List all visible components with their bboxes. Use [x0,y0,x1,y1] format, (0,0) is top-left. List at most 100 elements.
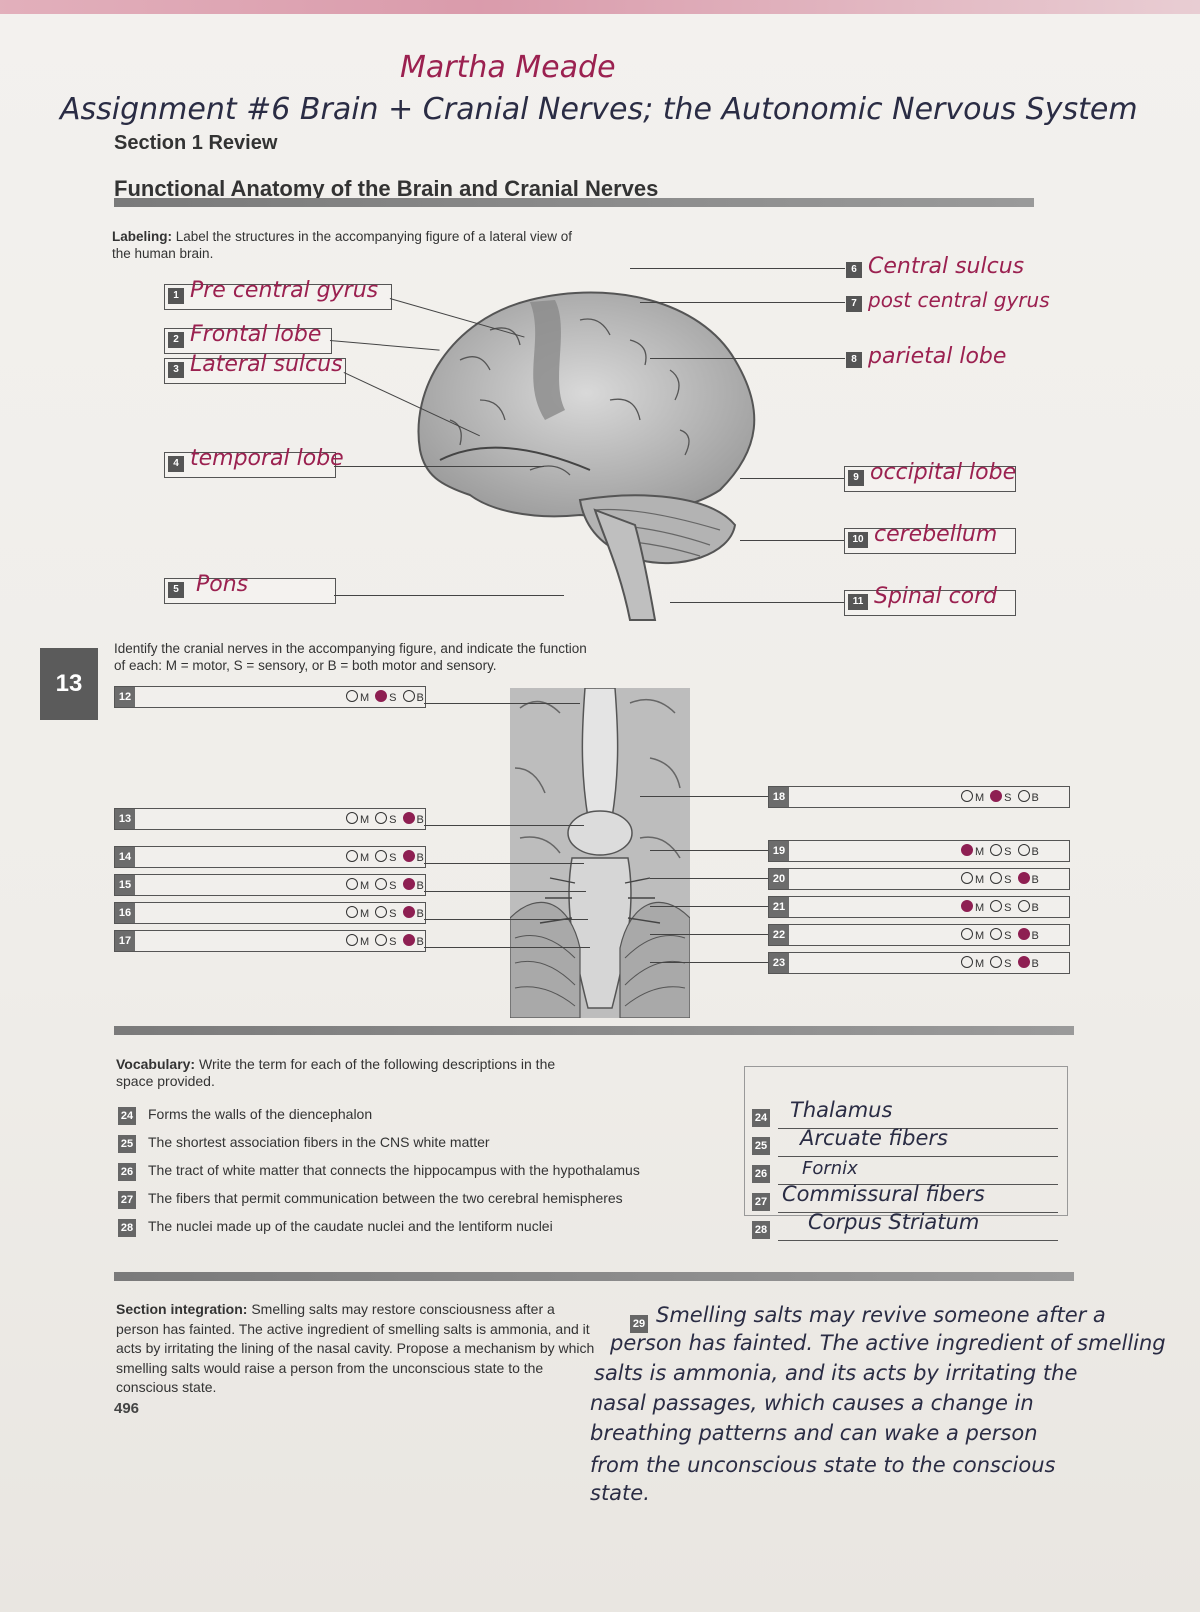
label-box-1[interactable] [164,284,392,310]
label-box-10[interactable] [844,528,1016,554]
label-num-5: 5 [168,582,184,598]
nerve-leader-18 [640,796,768,797]
nerve-18-m-radio[interactable] [961,790,973,802]
nerve-20-s-radio[interactable] [990,872,1003,884]
nerve-17-b-radio[interactable] [402,934,415,946]
nerve-19-s-radio[interactable] [990,844,1003,856]
nerve-leader-17 [424,947,590,948]
nerve-21-b-radio[interactable] [1017,900,1030,912]
answer-line-4: nasal passages, which causes a change in [590,1391,1034,1415]
label-box-9[interactable] [844,466,1016,492]
label-box-3[interactable] [164,358,346,384]
label-answer-5: Pons [196,572,249,597]
integration-prompt: Section integration: Smelling salts may … [116,1300,596,1398]
nerve-num-20: 20 [769,869,789,889]
vocab-answer-line-26 [778,1184,1058,1185]
nerve-12-s-radio[interactable] [375,690,388,702]
label-box-11[interactable] [844,590,1016,616]
top-color-band [0,0,1200,14]
nerve-21-m-radio[interactable] [961,900,973,912]
nerve-16-m-radio[interactable] [346,906,358,918]
answer-line-2: person has fainted. The active ingredien… [610,1331,1166,1355]
nerve-14-s-radio[interactable] [375,850,388,862]
nerve-15-s-radio[interactable] [375,878,388,890]
leader-line-9 [740,478,845,479]
nerve-14-m-radio[interactable] [346,850,358,862]
answer-line-3: salts is ammonia, and its acts by irrita… [594,1361,1078,1385]
nerve-leader-21 [650,906,768,907]
nerve-23-b-radio[interactable] [1017,956,1030,968]
nerve-22-s-radio[interactable] [990,928,1003,940]
nerve-20-b-radio[interactable] [1017,872,1030,884]
nerve-num-12: 12 [115,687,135,707]
vocab-answer-num-28: 28 [752,1220,782,1239]
vocab-answer-24[interactable]: Thalamus [790,1098,893,1122]
leader-line-5 [334,595,564,596]
nerve-16-b-radio[interactable] [402,906,415,918]
label-answer-4: temporal lobe [190,446,344,471]
nerve-13-b-radio[interactable] [402,812,415,824]
section-label: Section 1 Review [114,132,278,154]
nerve-17-s-radio[interactable] [375,934,388,946]
nerve-17-m-radio[interactable] [346,934,358,946]
nerve-20-m-radio[interactable] [961,872,973,884]
answer-line-1: Smelling salts may revive someone after … [656,1303,1106,1327]
nerve-19-m-radio[interactable] [961,844,973,856]
nerve-23-m-radio[interactable] [961,956,973,968]
vocab-instruction: Vocabulary: Write the term for each of t… [116,1056,586,1090]
nerve-15-m-radio[interactable] [346,878,358,890]
nerve-13-s-radio[interactable] [375,812,388,824]
nerve-16-s-radio[interactable] [375,906,388,918]
vocab-answer-line-27 [778,1212,1058,1213]
page-number: 496 [114,1400,140,1417]
nerve-12-m-radio[interactable] [346,690,358,702]
nerve-num-18: 18 [769,787,789,807]
nerve-num-16: 16 [115,903,135,923]
vocab-answer-25[interactable]: Arcuate fibers [800,1126,948,1150]
label-answer-8: parietal lobe [868,344,1007,369]
nerve-18-b-radio[interactable] [1017,790,1030,802]
label-box-4[interactable] [164,452,336,478]
nerve-num-15: 15 [115,875,135,895]
label-box-2[interactable] [164,328,332,354]
label-answer-7: post central gyrus [868,288,1050,312]
label-answer-6: Central sulcus [868,254,1025,279]
labeling-instruction: Labeling: Label the structures in the ac… [112,228,582,262]
label-box-5[interactable] [164,578,336,604]
nerve-23-s-radio[interactable] [990,956,1003,968]
vocab-answer-27[interactable]: Commissural fibers [782,1182,985,1206]
nerve-13-m-radio[interactable] [346,812,358,824]
label-answer-2: Frontal lobe [190,322,322,347]
nerve-14-b-radio[interactable] [402,850,415,862]
integration-num: 29 [630,1314,660,1333]
integration-heading: Section integration: [116,1301,248,1317]
nerve-22-b-radio[interactable] [1017,928,1030,940]
labeling-heading: Labeling: [112,229,172,244]
leader-line-7 [640,302,845,303]
brain-inferior-illustration [510,688,690,1018]
nerve-num-14: 14 [115,847,135,867]
nerve-15-b-radio[interactable] [402,878,415,890]
brain-lateral-illustration [417,291,756,621]
nerve-num-22: 22 [769,925,789,945]
nerve-18-s-radio[interactable] [990,790,1003,802]
vocab-answer-26[interactable]: Fornix [802,1158,858,1179]
nerve-21-s-radio[interactable] [990,900,1003,912]
nerve-12-b-radio[interactable] [402,690,415,702]
nerve-19-b-radio[interactable] [1017,844,1030,856]
vocab-answer-28[interactable]: Corpus Striatum [808,1210,980,1234]
label-num-1: 1 [168,288,184,304]
vocab-answer-box [744,1066,1068,1216]
nerve-22-m-radio[interactable] [961,928,973,940]
nerve-leader-23 [650,962,768,963]
